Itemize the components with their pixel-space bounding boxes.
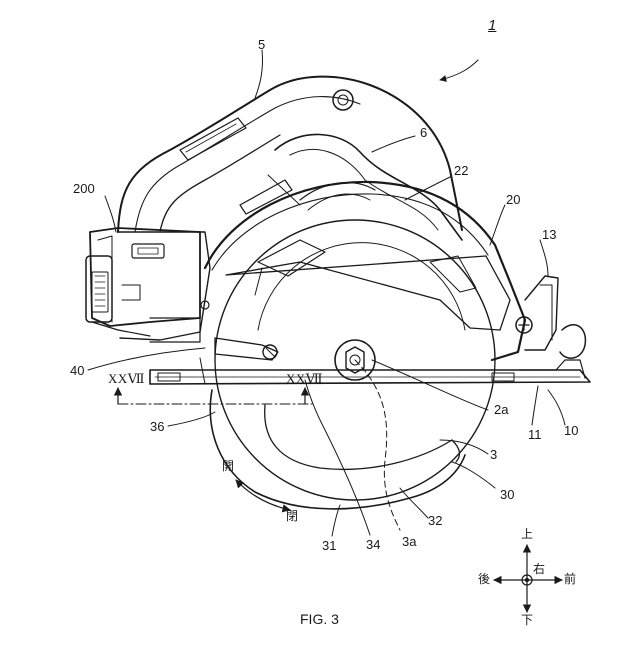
ref-2a: 2a — [494, 403, 508, 416]
section-mark-left: XXⅦ — [108, 372, 145, 385]
ref-6: 6 — [420, 126, 427, 139]
direction-front: 前 — [564, 573, 576, 585]
ref-3: 3 — [490, 448, 497, 461]
upper-guard — [205, 182, 525, 360]
handle — [118, 77, 462, 232]
close-label: 閉 — [286, 510, 298, 522]
ref-40: 40 — [70, 364, 84, 377]
ref-200: 200 — [73, 182, 95, 195]
direction-up: 上 — [521, 528, 533, 540]
ref-1: 1 — [488, 18, 496, 33]
ref-13: 13 — [542, 228, 556, 241]
direction-back: 後 — [478, 573, 490, 585]
ref-22: 22 — [454, 164, 468, 177]
ref-20: 20 — [506, 193, 520, 206]
direction-right: 右 — [533, 563, 545, 575]
front-bracket — [516, 276, 585, 358]
section-line-xxvii — [118, 388, 312, 404]
ref-5: 5 — [258, 38, 265, 51]
open-label: 開 — [222, 460, 234, 472]
figure-caption: FIG. 3 — [300, 612, 339, 626]
motor-housing — [275, 134, 462, 240]
ref-11: 11 — [528, 428, 542, 441]
section-mark-right: XXⅦ — [286, 372, 323, 385]
ref-30: 30 — [500, 488, 514, 501]
leader-lines — [88, 50, 565, 536]
ref-3a: 3a — [402, 535, 416, 548]
direction-down: 下 — [521, 614, 533, 626]
rear-housing — [118, 232, 210, 342]
direction-compass — [494, 545, 562, 612]
ref-32: 32 — [428, 514, 442, 527]
ref-36: 36 — [150, 420, 164, 433]
ref-31: 31 — [322, 539, 336, 552]
ref-34: 34 — [366, 538, 380, 551]
ref-10: 10 — [564, 424, 578, 437]
